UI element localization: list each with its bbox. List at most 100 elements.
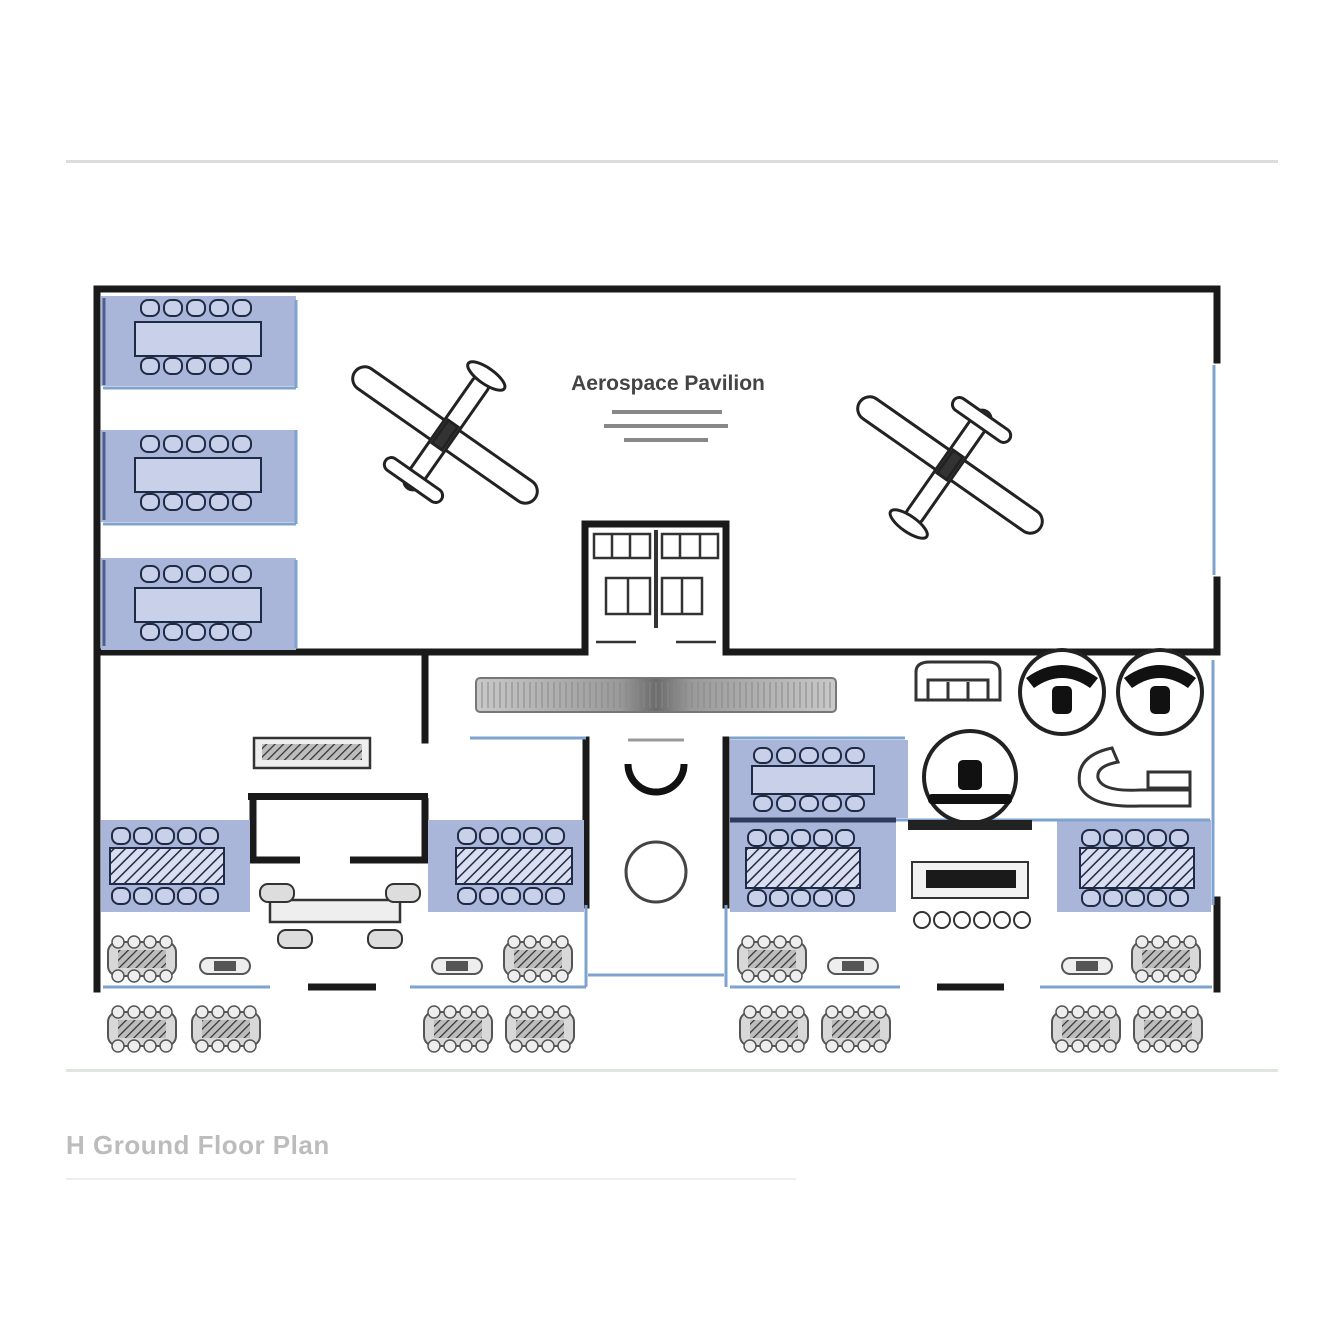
chair-icon	[753, 795, 773, 812]
chair-icon	[835, 829, 855, 847]
chair-icon	[1125, 889, 1145, 907]
chair-icon	[501, 887, 521, 905]
chair-icon	[799, 795, 819, 812]
chair-icon	[199, 827, 219, 845]
chair-icon	[163, 357, 183, 375]
chair-icon	[155, 887, 175, 905]
armchair-icon	[259, 883, 421, 949]
chair-icon	[163, 493, 183, 511]
chair-icon	[753, 747, 773, 764]
chair-icon	[140, 493, 160, 511]
chair-icon	[523, 887, 543, 905]
pavilion-title: Aerospace Pavilion	[571, 372, 765, 395]
chair-icon	[457, 887, 477, 905]
chair-icon	[209, 493, 229, 511]
chair-icon	[232, 435, 252, 453]
conference-chairs	[140, 299, 252, 641]
chair-icon	[140, 565, 160, 583]
chair-icon	[209, 565, 229, 583]
chair-icon	[111, 887, 131, 905]
chair-icon	[163, 435, 183, 453]
top-divider	[66, 160, 1278, 163]
chair-icon	[1147, 889, 1167, 907]
chair-icon	[845, 747, 865, 764]
chair-icon	[747, 889, 767, 907]
chair-icon	[769, 829, 789, 847]
chair-icon	[791, 829, 811, 847]
lounge-left	[248, 736, 429, 924]
chair-icon	[133, 827, 153, 845]
chair-icon	[177, 827, 197, 845]
chair-icon	[186, 493, 206, 511]
chair-icon	[769, 889, 789, 907]
chair-icon	[209, 357, 229, 375]
chair-icon	[140, 623, 160, 641]
chair-icon	[545, 887, 565, 905]
chair-icon	[186, 623, 206, 641]
chair-icon	[799, 747, 819, 764]
chair-icon	[232, 565, 252, 583]
chair-icon	[747, 829, 767, 847]
chair-icon	[457, 827, 477, 845]
chair-icon	[776, 795, 796, 812]
bottom-divider	[66, 1069, 1278, 1072]
patio-table-icon	[107, 935, 177, 983]
bar-counter	[908, 820, 1032, 899]
stool-icon	[953, 911, 971, 929]
stool-icon	[1013, 911, 1031, 929]
chair-icon	[186, 565, 206, 583]
chair-icon	[1125, 829, 1145, 847]
chair-icon	[209, 299, 229, 317]
chair-icon	[813, 829, 833, 847]
patio-table-icon	[423, 1005, 493, 1053]
patio-table-icon	[505, 1005, 575, 1053]
patio-table-icon	[1133, 1005, 1203, 1053]
chair-icon	[155, 827, 175, 845]
chair-icon	[791, 889, 811, 907]
airplane-icon	[351, 360, 539, 505]
patio-tables	[107, 935, 1203, 1053]
chair-icon	[1147, 829, 1167, 847]
escalator-icon	[475, 677, 837, 713]
curved-sofa	[1077, 746, 1192, 808]
window-lines	[103, 365, 1216, 989]
chair-icon	[133, 887, 153, 905]
chair-icon	[232, 357, 252, 375]
chair-icon	[845, 795, 865, 812]
armchair-icon	[277, 929, 313, 949]
chair-icon	[199, 887, 219, 905]
armchair-icon	[259, 883, 295, 903]
stool-icon	[993, 911, 1011, 929]
left-room-edges	[102, 298, 298, 648]
caption-underline	[66, 1178, 796, 1180]
patio-table-icon	[191, 1005, 261, 1053]
chair-icon	[822, 747, 842, 764]
chair-icon	[545, 827, 565, 845]
chair-icon	[776, 747, 796, 764]
small-table-icon	[199, 957, 251, 975]
chair-icon	[140, 435, 160, 453]
chair-icon	[177, 887, 197, 905]
small-table-icon	[431, 957, 483, 975]
patio-table-icon	[737, 935, 807, 983]
chair-icon	[186, 299, 206, 317]
chair-icon	[209, 435, 229, 453]
patio-table-icon	[739, 1005, 809, 1053]
chair-icon	[479, 827, 499, 845]
chair-icon	[140, 299, 160, 317]
conference-room-2[interactable]	[101, 430, 296, 522]
round-table-icon	[624, 840, 688, 904]
sofa-icon	[914, 660, 1002, 702]
chair-icon	[186, 357, 206, 375]
patio-table-icon	[1131, 935, 1201, 983]
small-table-icon	[1061, 957, 1113, 975]
reception-desk	[624, 763, 688, 796]
patio-table-icon	[821, 1005, 891, 1053]
chair-icon	[163, 565, 183, 583]
stairs-icon	[592, 530, 720, 644]
chair-icon	[163, 623, 183, 641]
chair-icon	[1103, 829, 1123, 847]
chair-icon	[479, 887, 499, 905]
chair-icon	[1081, 829, 1101, 847]
